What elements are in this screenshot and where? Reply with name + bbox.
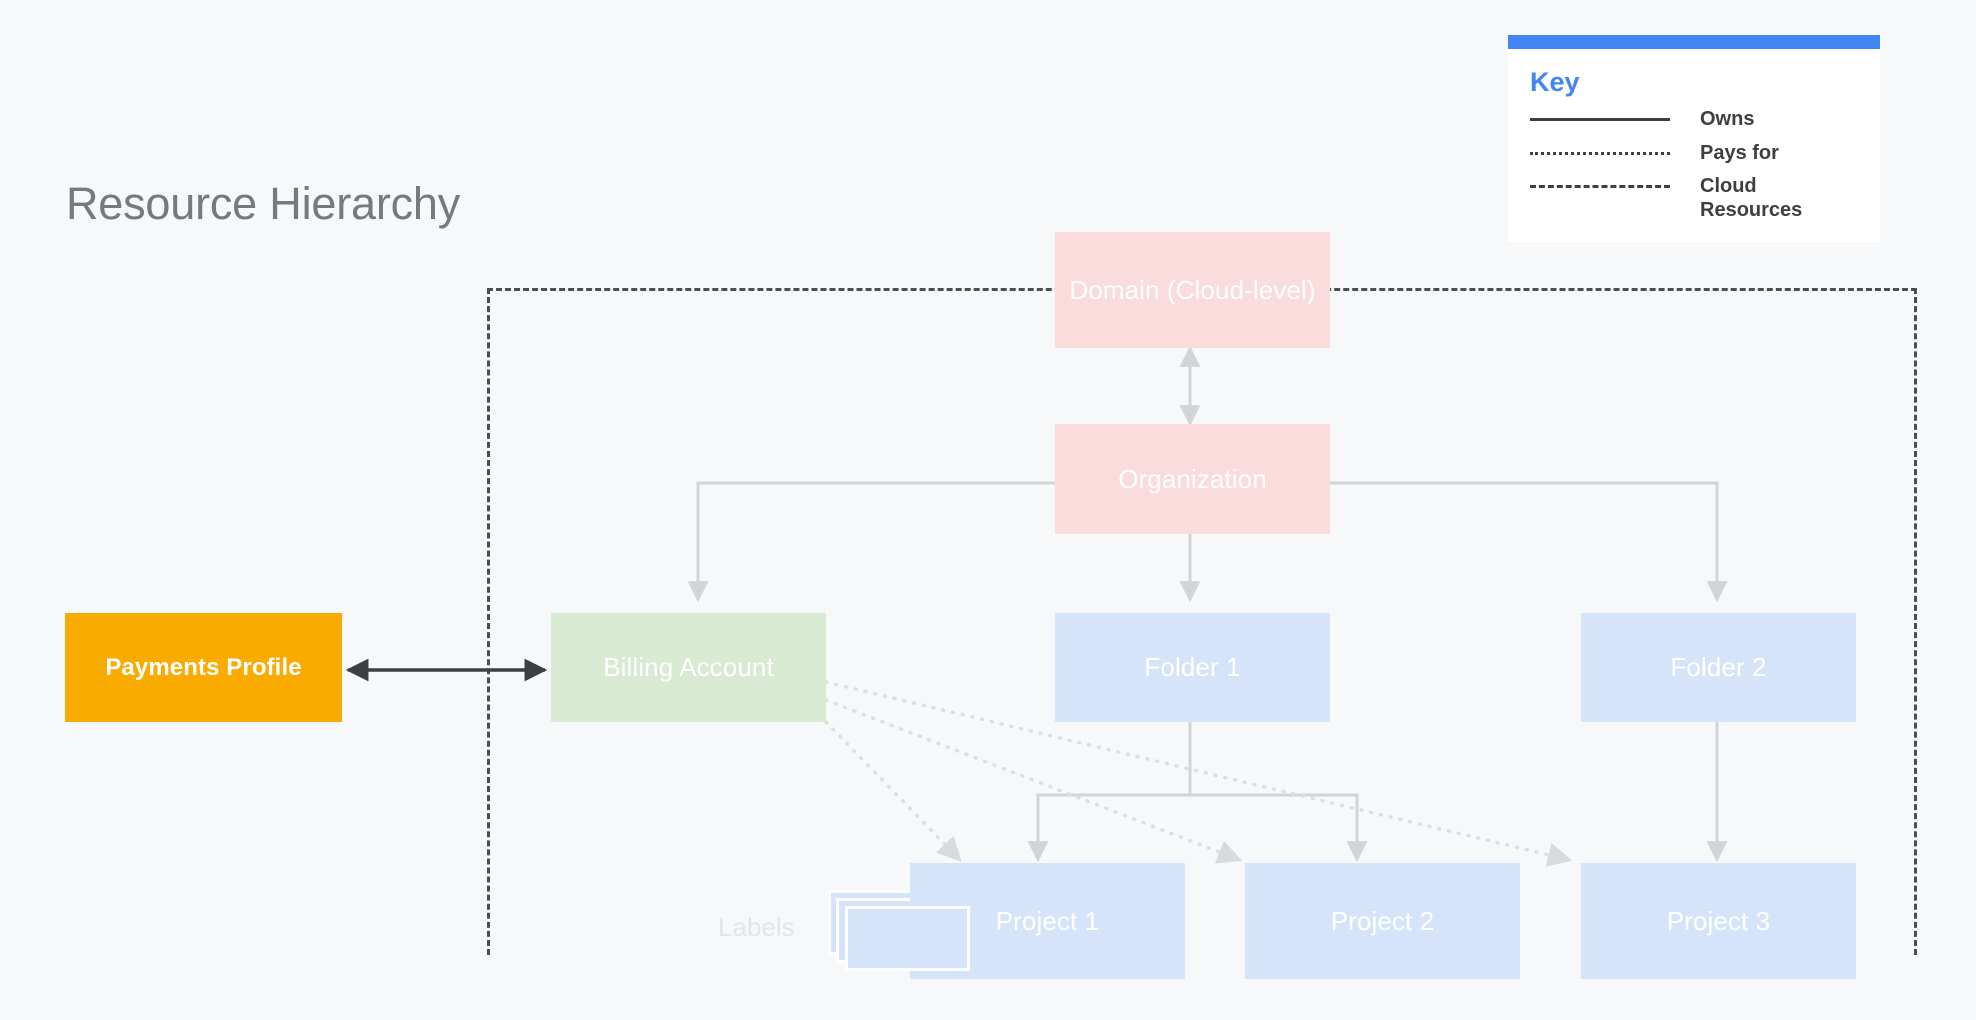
dotted-line-icon (1530, 142, 1670, 164)
labels-caption: Labels (718, 912, 795, 942)
legend-body: Key Owns Pays for Cloud Resources (1508, 49, 1880, 242)
node-project-3-label: Project 3 (1666, 905, 1771, 936)
legend-row-cloud-resources: Cloud Resources (1530, 175, 1858, 222)
label-card-front (845, 906, 970, 971)
node-billing-account[interactable]: Billing Account (551, 613, 826, 722)
node-folder-2-label: Folder 2 (1670, 652, 1767, 682)
node-organization-label: Organization (1118, 463, 1267, 494)
node-organization[interactable]: Organization (1055, 424, 1330, 534)
legend-row-pays-for: Pays for (1530, 142, 1858, 166)
node-payments-profile-label: Payments Profile (105, 653, 302, 681)
node-domain[interactable]: Domain (Cloud-level) (1055, 232, 1330, 348)
node-payments-profile[interactable]: Payments Profile (65, 613, 342, 722)
node-folder-1-label: Folder 1 (1144, 652, 1241, 682)
node-folder-2[interactable]: Folder 2 (1581, 613, 1856, 722)
legend-label-cloud-resources: Cloud Resources (1700, 175, 1803, 221)
solid-line-icon (1530, 108, 1670, 130)
legend-panel: Key Owns Pays for Cloud Resources (1508, 35, 1880, 243)
page-title: Resource Hierarchy (66, 178, 461, 229)
legend-label-owns: Owns (1700, 108, 1755, 130)
legend-accent-bar (1508, 35, 1880, 49)
legend-row-owns: Owns (1530, 108, 1858, 132)
node-project-3[interactable]: Project 3 (1581, 863, 1856, 979)
legend-label-pays-for: Pays for (1700, 141, 1779, 164)
node-project-2-label: Project 2 (1330, 905, 1435, 936)
node-billing-account-label: Billing Account (603, 652, 774, 682)
node-project-1-label: Project 1 (995, 905, 1100, 936)
node-domain-label: Domain (Cloud-level) (1069, 274, 1316, 305)
node-folder-1[interactable]: Folder 1 (1055, 613, 1330, 722)
legend-title: Key (1530, 67, 1580, 97)
dashed-line-icon (1530, 175, 1670, 197)
node-project-2[interactable]: Project 2 (1245, 863, 1520, 979)
